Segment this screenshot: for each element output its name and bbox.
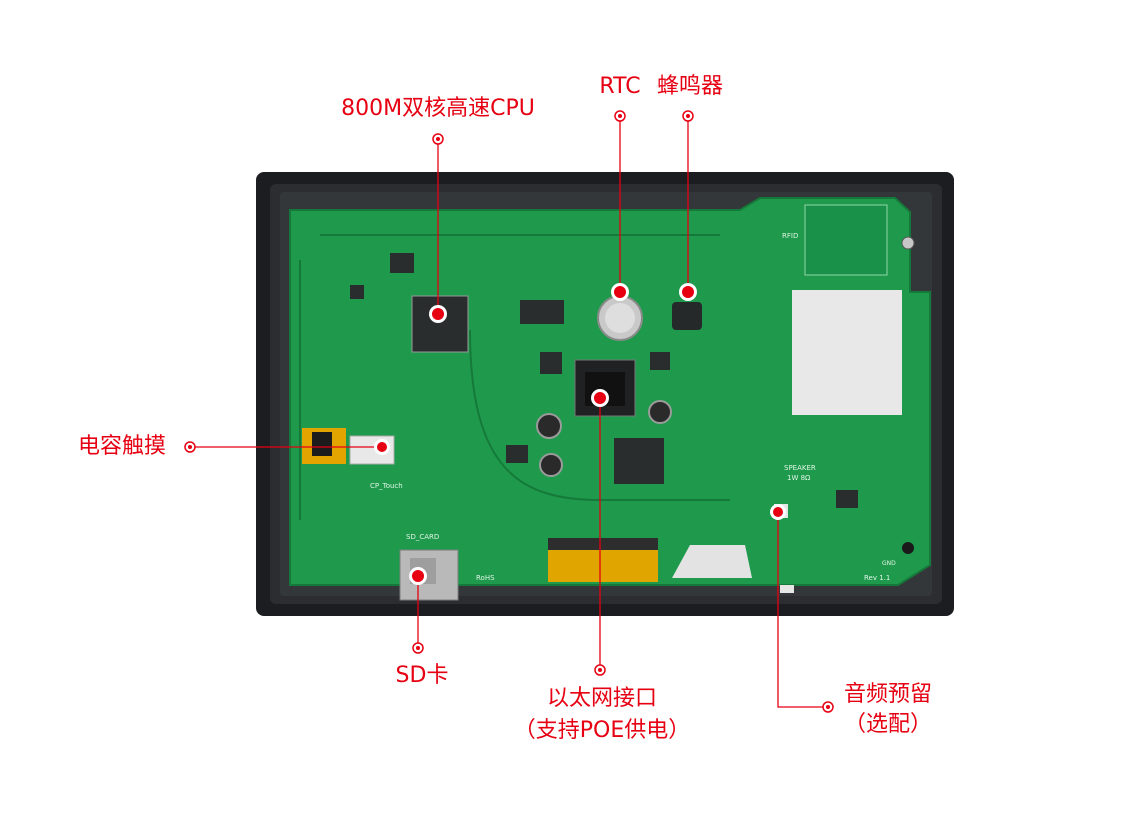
transformer-chip (614, 438, 664, 484)
ethernet-dot-bottom-core (598, 668, 602, 672)
audio-dot-end-core (773, 507, 783, 517)
cpu-label: 800M双核高速CPU (341, 96, 535, 121)
audio-dot-right-core (826, 705, 830, 709)
cpu-chip (411, 295, 469, 353)
display-fpc-strip (548, 538, 658, 550)
speaker-spec-silk: 1W 8Ω (787, 474, 811, 482)
cpu-dot-top-core (436, 137, 440, 141)
ethernet-sublabel: （支持POE供电） (513, 718, 691, 743)
buzzer-dot-end-core (682, 286, 694, 298)
ic-6 (650, 352, 670, 370)
sd-label: SD卡 (395, 663, 449, 688)
capacitor-1 (536, 413, 562, 439)
ic-2 (520, 300, 564, 324)
callout-lines (190, 116, 826, 708)
foam-pad-right (792, 290, 902, 415)
speaker-silk: SPEAKER (784, 464, 816, 472)
touch-dot-left-core (188, 445, 192, 449)
rtc-battery-rim (605, 303, 635, 333)
cp-touch-silk: CP_Touch (370, 482, 403, 490)
mount-hole-1 (901, 236, 915, 250)
touch-label: 电容触摸 (78, 434, 167, 459)
capacitor-3 (648, 400, 672, 424)
sd-dot-bottom-core (416, 646, 420, 650)
callout-dots (184, 110, 834, 713)
audio-leader (777, 512, 826, 708)
rfid-area (804, 204, 888, 276)
touch-dot-end-core (377, 442, 387, 452)
cpu-dot-end-core (432, 308, 444, 320)
buzzer-label: 蜂鸣器 (656, 74, 724, 99)
touch-fpc-window (312, 432, 332, 456)
sd-dot-end-core (412, 570, 424, 582)
gnd-silk: GND (882, 560, 896, 567)
ic-7 (836, 490, 858, 508)
sd-card-silk: SD_CARD (406, 533, 439, 541)
buzzer-dot-top-core (686, 114, 690, 118)
ic-5 (506, 445, 528, 463)
audio-label: 音频预留 (843, 682, 933, 707)
ic-1 (390, 253, 414, 273)
mount-hole-2 (902, 542, 914, 554)
ethernet-dot-end-core (594, 392, 606, 404)
trace-2 (469, 329, 730, 501)
buzzer-part (672, 302, 702, 330)
rtc-dot-top-core (618, 114, 622, 118)
rtc-label: RTC (599, 74, 641, 99)
foam-pad-bottom (672, 545, 752, 578)
rev-silk: Rev 1.1 (864, 574, 890, 582)
ic-4 (540, 352, 562, 374)
capacitor-2 (539, 453, 563, 477)
ic-3 (350, 285, 364, 299)
rfid-silk: RFID (782, 232, 798, 240)
audio-switch (780, 585, 794, 593)
rtc-dot-end-core (614, 286, 626, 298)
ethernet-label: 以太网接口 (546, 686, 658, 711)
rohs-silk: RoHS (476, 574, 495, 582)
audio-sublabel: （选配） (843, 712, 933, 737)
